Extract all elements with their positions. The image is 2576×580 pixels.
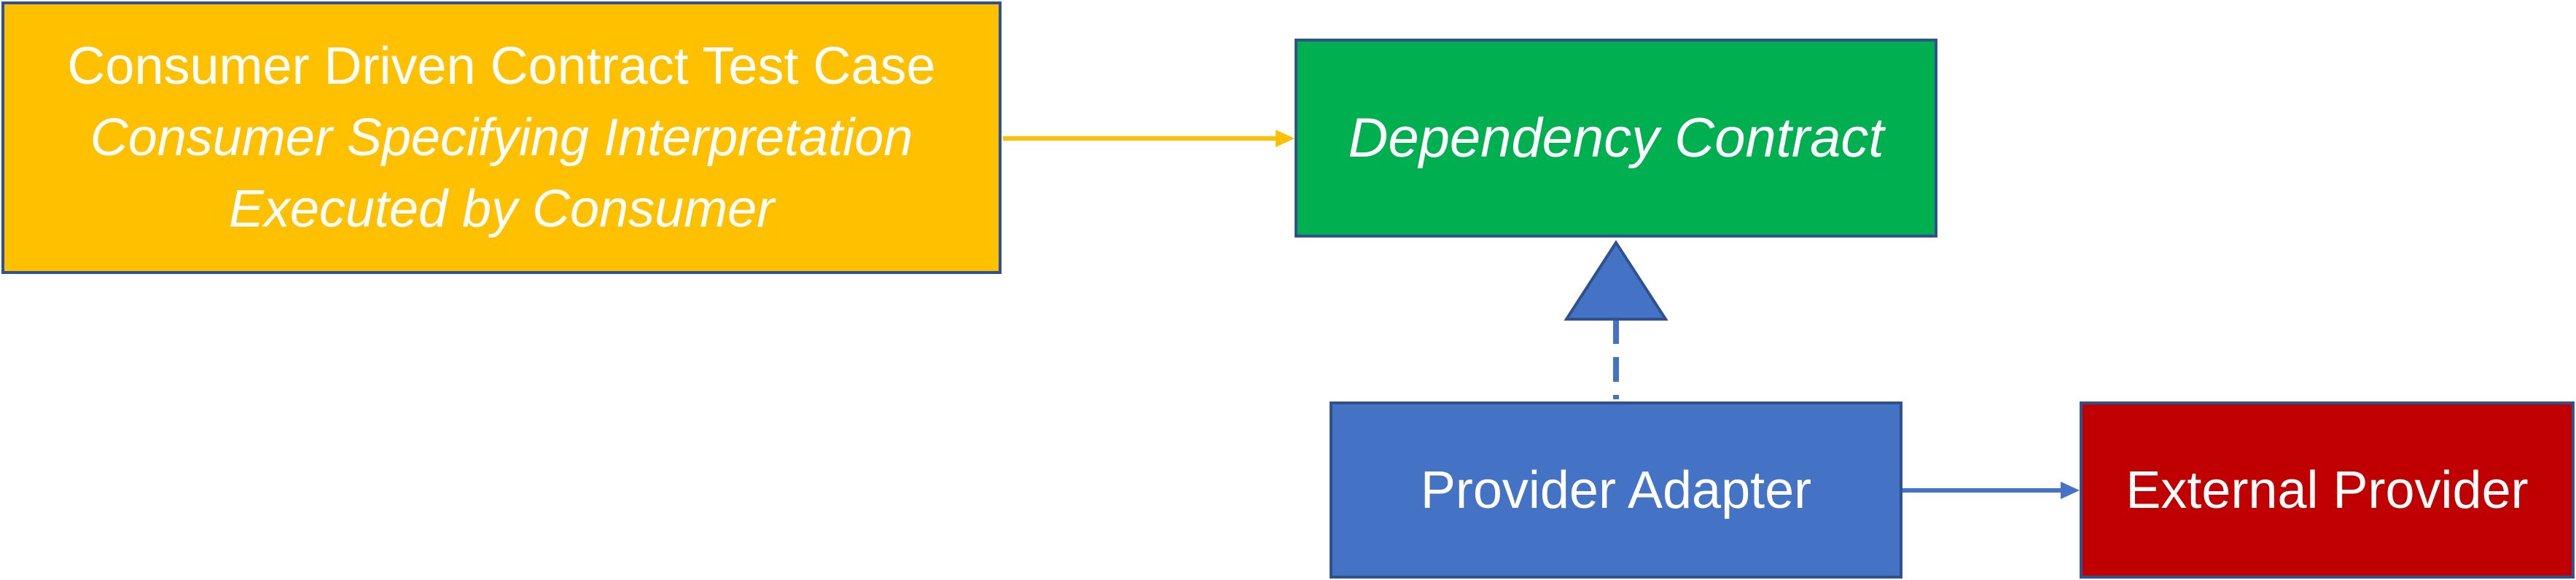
arrowhead-testcase-to-contract (1276, 130, 1295, 147)
provider-adapter-label: Provider Adapter (1420, 461, 1812, 520)
test-case-box: Consumer Driven Contract Test Case Consu… (1, 1, 1002, 274)
test-case-title: Consumer Driven Contract Test Case (67, 37, 936, 95)
external-provider-box: External Provider (2080, 401, 2575, 579)
realization-triangle (1564, 240, 1668, 321)
external-provider-label: External Provider (2126, 461, 2529, 520)
arrowhead-adapter-to-external (2061, 482, 2080, 499)
provider-adapter-box: Provider Adapter (1330, 401, 1902, 579)
dependency-contract-label: Dependency Contract (1348, 107, 1884, 169)
test-case-subtitle: Consumer Specifying Interpretation (90, 109, 913, 167)
test-case-detail: Executed by Consumer (228, 180, 775, 238)
dependency-contract-box: Dependency Contract (1295, 39, 1937, 238)
